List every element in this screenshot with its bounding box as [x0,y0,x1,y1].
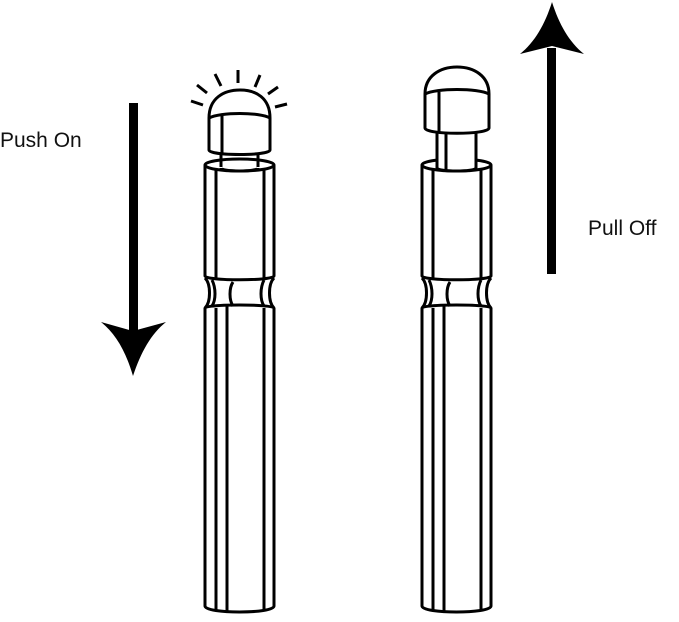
arrow-up-icon [520,2,584,274]
left-pin [203,88,276,614]
arrow-down-icon [101,103,166,376]
right-pin [420,65,493,614]
click-burst-icon [190,70,288,109]
push-on-label: Push On [0,129,82,152]
pull-off-label: Pull Off [588,217,657,240]
